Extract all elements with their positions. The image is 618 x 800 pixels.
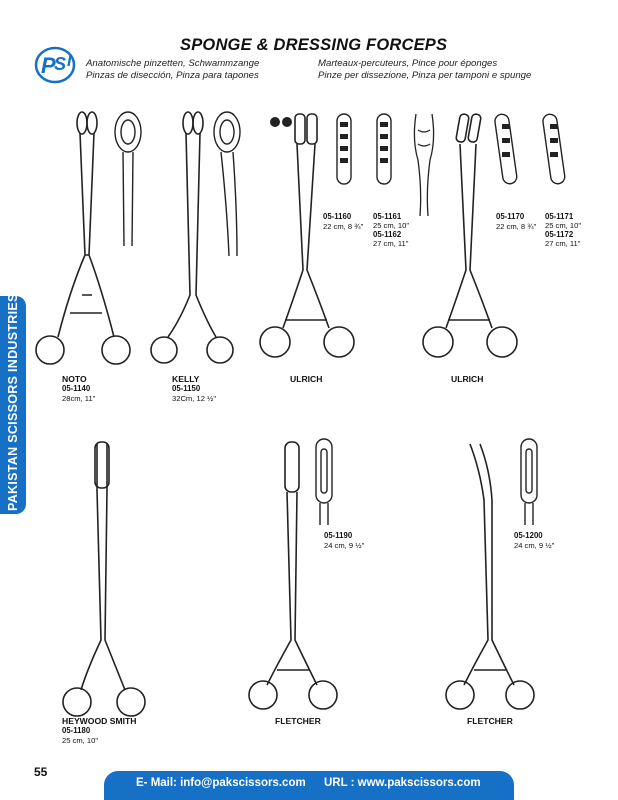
fletcher-jaw-detail-image-1 bbox=[315, 438, 333, 525]
page-title: SPONGE & DRESSING FORCEPS bbox=[180, 36, 448, 54]
fletcher-name-2: FLETCHER bbox=[467, 716, 513, 726]
fletcher-jaw-detail-image-2 bbox=[520, 438, 538, 525]
svg-text:I: I bbox=[67, 53, 72, 70]
subtitle-left-1: Anatomische pinzetten, Schwammzange bbox=[86, 58, 260, 69]
variant-size-05-1190: 24 cm, 9 ½" bbox=[324, 541, 365, 550]
noto-code: 05-1140 bbox=[62, 384, 91, 393]
fletcher-forceps-image-2 bbox=[445, 443, 535, 710]
variant-size-05-1170: 22 cm, 8 ¾" bbox=[496, 222, 537, 231]
ulrich-jaw-detail-image-1 bbox=[336, 113, 392, 185]
ulrich-profile-detail-image bbox=[413, 113, 435, 217]
noto-forceps-image bbox=[35, 111, 131, 365]
footer-url[interactable]: URL : www.pakscissors.com bbox=[324, 777, 481, 789]
heywood-smith-code: 05-1180 bbox=[62, 726, 91, 735]
heywood-smith-name: HEYWOOD SMITH bbox=[62, 716, 137, 726]
variant-code-05-1160: 05-1160 bbox=[323, 212, 352, 221]
kelly-jaw-detail-image bbox=[213, 111, 241, 257]
kelly-size: 32Cm, 12 ½" bbox=[172, 394, 217, 403]
fletcher-name-1: FLETCHER bbox=[275, 716, 321, 726]
fletcher-forceps-image-1 bbox=[248, 441, 338, 710]
variant-code-05-1172: 05-1172 bbox=[545, 230, 574, 239]
noto-jaw-detail-image bbox=[114, 111, 142, 247]
variant-size-05-1162: 27 cm, 11" bbox=[373, 239, 409, 248]
sidebar-tab bbox=[0, 296, 26, 514]
variant-size-05-1161: 25 cm, 10" bbox=[373, 221, 410, 230]
ulrich-jaw-detail-image-2 bbox=[494, 113, 566, 185]
variant-size-05-1160: 22 cm, 8 ¾" bbox=[323, 222, 364, 231]
ulrich-name-2: ULRICH bbox=[451, 374, 484, 384]
variant-code-05-1200: 05-1200 bbox=[514, 531, 543, 540]
svg-text:P: P bbox=[41, 53, 56, 78]
kelly-code: 05-1150 bbox=[172, 384, 201, 393]
variant-code-05-1170: 05-1170 bbox=[496, 212, 525, 221]
noto-name: NOTO bbox=[62, 374, 87, 384]
subtitle-right-2: Pinze per dissezione, Pinza per tamponi … bbox=[318, 70, 532, 81]
subtitle-right-1: Marteaux-percuteurs, Pince pour éponges bbox=[318, 58, 498, 69]
heywood-smith-size: 25 cm, 10" bbox=[62, 736, 99, 745]
footer-bar: E- Mail: info@pakscissors.com URL : www.… bbox=[104, 771, 514, 800]
variant-code-05-1190: 05-1190 bbox=[324, 531, 353, 540]
footer-email[interactable]: E- Mail: info@pakscissors.com bbox=[136, 777, 306, 789]
variant-size-05-1200: 24 cm, 9 ½" bbox=[514, 541, 555, 550]
ulrich-forceps-image-2 bbox=[422, 113, 518, 358]
ulrich-forceps-image-1 bbox=[259, 113, 355, 358]
page-number: 55 bbox=[34, 765, 48, 779]
sidebar-company-name: PAKISTAN SCISSORS INDUSTRIES bbox=[6, 293, 20, 511]
subtitle-left-2: Pinzas de disección, Pinza para tapones bbox=[86, 70, 259, 81]
variant-code-05-1171: 05-1171 bbox=[545, 212, 574, 221]
psi-logo: P S I bbox=[34, 46, 76, 84]
svg-text:S: S bbox=[54, 54, 66, 74]
variant-code-05-1162: 05-1162 bbox=[373, 230, 402, 239]
kelly-forceps-image bbox=[150, 111, 234, 364]
noto-size: 28cm, 11" bbox=[62, 394, 96, 403]
variant-size-05-1172: 27 cm, 11" bbox=[545, 239, 581, 248]
kelly-name: KELLY bbox=[172, 374, 200, 384]
variant-size-05-1171: 25 cm, 10" bbox=[545, 221, 582, 230]
variant-code-05-1161: 05-1161 bbox=[373, 212, 402, 221]
heywood-smith-forceps-image bbox=[62, 441, 146, 717]
ulrich-name-1: ULRICH bbox=[290, 374, 323, 384]
